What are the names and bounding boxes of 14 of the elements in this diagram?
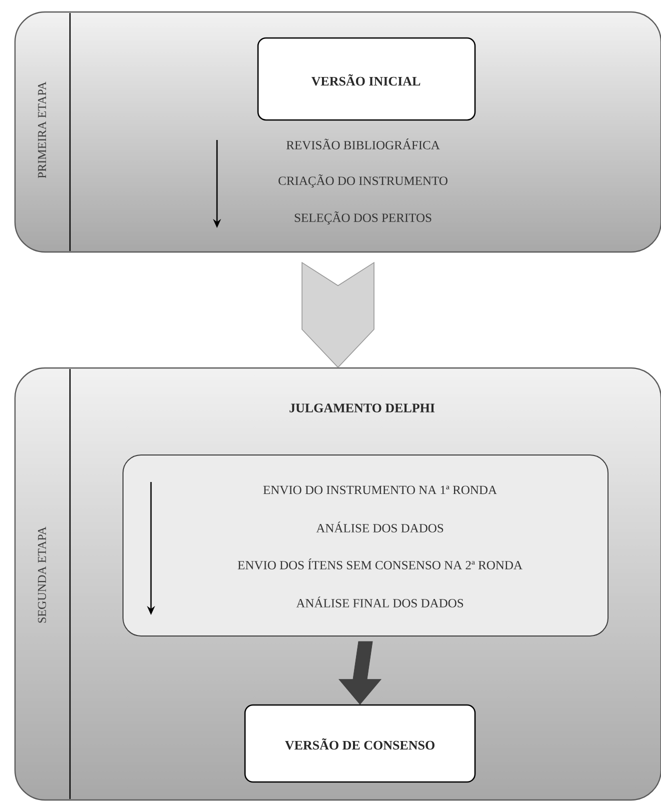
stage-label: SEGUNDA ETAPA bbox=[38, 526, 46, 623]
step-text: ANÁLISE FINAL DOS DADOS bbox=[296, 596, 464, 608]
step-text: SELEÇÃO DOS PERITOS bbox=[294, 211, 432, 225]
step-text: CRIAÇÃO DO INSTRUMENTO bbox=[278, 174, 448, 188]
block-arrow bbox=[338, 641, 382, 705]
heading: VERSÃO DE CONSENSO bbox=[285, 738, 434, 750]
step-text: ANÁLISE DOS DADOS bbox=[316, 522, 444, 532]
stage-label: PRIMEIRA ETAPA bbox=[38, 82, 46, 178]
heading: JULGAMENTO DELPHI bbox=[290, 404, 435, 412]
step-text: REVISÃO BIBLIOGRÁFICA bbox=[286, 138, 440, 150]
heading: VERSÃO INICIAL bbox=[311, 74, 420, 86]
chevron-arrow bbox=[302, 262, 374, 368]
step-text: ENVIO DOS ÍTENS SEM CONSENSO NA 2ª RONDA bbox=[238, 558, 522, 570]
step-text: ENVIO DO INSTRUMENTO NA 1ª RONDA bbox=[263, 486, 497, 494]
